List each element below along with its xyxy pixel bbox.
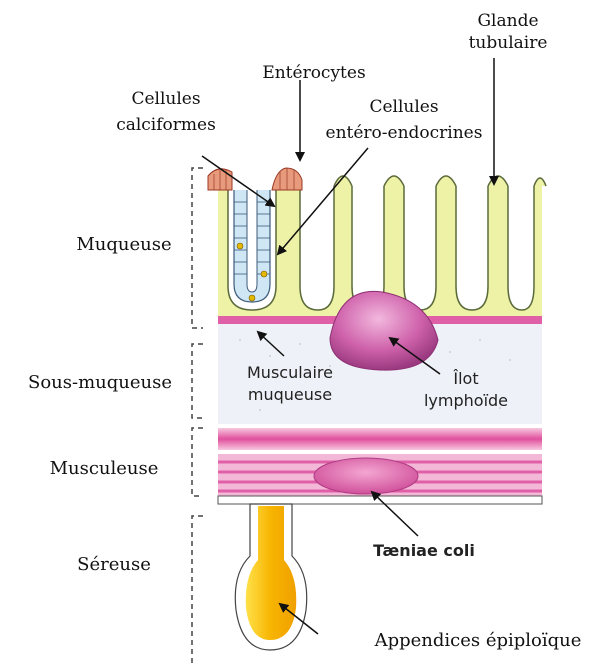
label-endocrines-line2: entéro-endocrines [326,123,483,143]
label-sereuse: Séreuse [77,554,151,575]
circular-muscle-band [218,428,542,450]
label-musc-muqueuse-line1: Musculaire [247,363,333,382]
top-labels: Glande tubulaire Entérocytes Cellules ca… [116,11,547,143]
layer-labels: Muqueuse Sous-muqueuse Musculeuse Séreus… [28,234,172,575]
label-calciformes-line1: Cellules [131,89,200,109]
endocrine-cell [237,243,243,249]
fold-top-5 [488,176,508,186]
label-calciformes-line2: calciformes [116,115,216,135]
label-muqueuse: Muqueuse [76,234,171,255]
label-sous-muqueuse: Sous-muqueuse [28,372,172,393]
label-enterocytes: Entérocytes [262,63,365,83]
fold-top-3 [384,176,404,186]
endocrine-cell [249,295,255,301]
label-ilot-line1: Îlot [452,369,478,388]
detailed-gland [234,190,270,302]
bracket-sous-muqueuse [192,344,203,418]
fold-top-4 [436,176,456,186]
fold-top-6 [534,178,546,186]
crypt-4 [404,186,436,310]
gland-lumen [247,190,257,292]
taeniae-coli-shape [314,458,418,494]
label-taeniae-coli: Tæniae coli [373,541,475,560]
label-ilot-line2: lymphoïde [424,391,508,410]
crypt-6 [508,186,534,310]
label-glande-line1: Glande [477,11,538,31]
label-musc-muqueuse-line2: muqueuse [248,385,332,404]
endocrine-cell [261,271,267,277]
bracket-sereuse [192,516,203,664]
layer-brackets [192,168,203,664]
bracket-muqueuse [192,168,203,328]
label-musculeuse: Musculeuse [50,458,159,479]
crypt-2 [300,186,334,310]
mucosa-fold-tops [276,175,546,186]
bracket-musculeuse [192,428,203,496]
label-glande-line2: tubulaire [469,33,548,53]
crypt-5 [456,186,488,310]
label-appendices: Appendices épiploïque [374,630,582,651]
label-endocrines-line1: Cellules [369,97,438,117]
